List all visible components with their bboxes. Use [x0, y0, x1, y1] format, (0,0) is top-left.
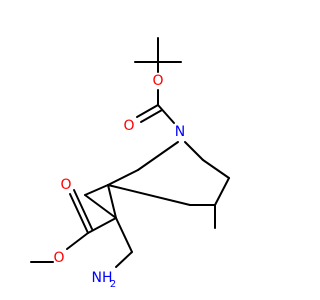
- bond-boc-carbon-to-carbonyl-oxygen-a: [136, 104, 159, 118]
- bond-ester-carbon-to-ether-oxygen: [66, 232, 89, 250]
- bond-right-bridge: [202, 159, 230, 179]
- bond-left-ring-bottom: [107, 184, 191, 206]
- oxygen-label-ester-ether: O: [53, 250, 64, 266]
- amine-label-group: NH 2: [92, 270, 117, 290]
- bond-left-ring-top: [107, 169, 139, 186]
- bond-ester-carbon-to-carbonyl-oxygen-b: [73, 189, 93, 230]
- oxygen-label-ester-carbonyl: O: [60, 177, 71, 193]
- oxygen-label-tbu: O: [152, 73, 163, 89]
- bond-nitrogen-to-bridgehead-right: [184, 141, 204, 161]
- bond-ester-carbon-to-carbonyl-oxygen-a: [69, 193, 89, 234]
- bond-quaternary-carbon-to-aminomethyl: [115, 217, 133, 253]
- amine-label-subscript: 2: [110, 279, 116, 290]
- amine-label: NH: [92, 270, 113, 286]
- oxygen-label-boc-carbonyl: O: [123, 118, 134, 134]
- bond-boc-carbon-to-carbonyl-oxygen-b: [140, 109, 163, 123]
- nitrogen-label-bridge: N: [175, 124, 185, 140]
- bond-aminomethyl-to-amine: [115, 251, 133, 268]
- bond-nitrogen-to-bridgehead-left: [137, 141, 179, 171]
- bond-quaternary-carbon-to-ester-carbon: [87, 217, 117, 234]
- bond-cyclopropane-lower: [84, 194, 117, 219]
- bond-cyclopropane-left: [84, 184, 109, 196]
- bond-boc-carbon-to-nitrogen: [157, 104, 175, 124]
- bond-cyclopropane-right: [107, 184, 117, 219]
- bond-right-ring-lower: [214, 177, 230, 206]
- molecule-diagram: O O N O O NH 2: [30, 37, 230, 290]
- structure-canvas: O O N O O NH 2: [30, 37, 230, 290]
